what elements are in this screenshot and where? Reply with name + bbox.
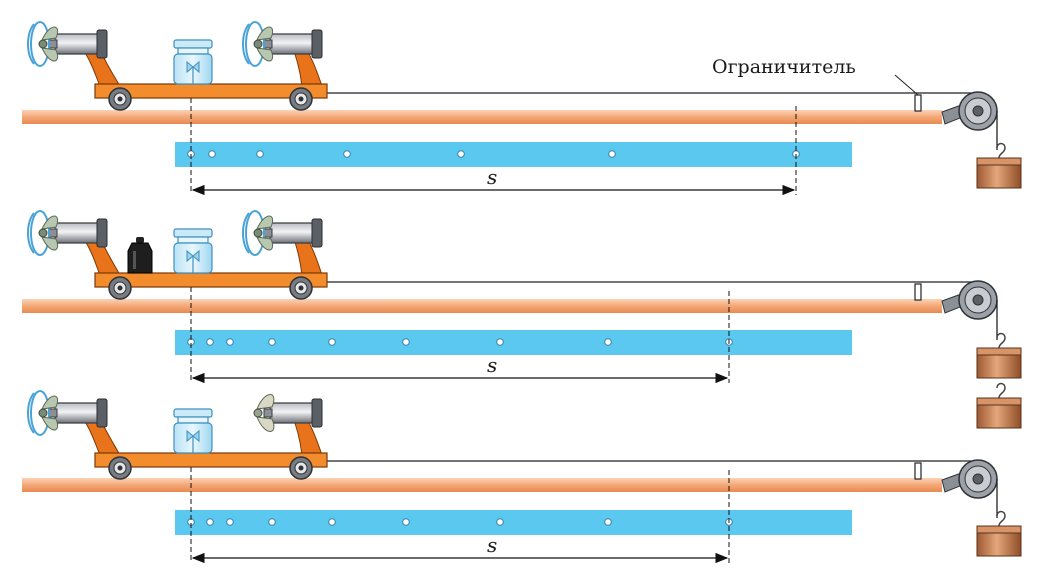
cart-mass <box>173 408 213 454</box>
tape-dots <box>187 518 733 526</box>
tape-dots <box>187 150 800 158</box>
distance-label: s <box>487 353 497 377</box>
pulley <box>958 280 998 320</box>
cart <box>27 21 328 111</box>
limiter-label: Ограничитель <box>712 56 856 78</box>
distance-label: s <box>487 533 497 557</box>
hanging-weight <box>976 142 1022 189</box>
rail <box>22 299 942 313</box>
pulley <box>958 91 998 131</box>
tape <box>175 330 852 355</box>
rail <box>22 110 942 124</box>
rail <box>22 478 942 492</box>
hanging-weight <box>976 382 1022 429</box>
limiter <box>914 283 922 301</box>
limiter <box>914 462 922 480</box>
cart-mass <box>173 228 213 274</box>
limiter-leader-line <box>894 74 919 96</box>
distance-label: s <box>487 165 497 189</box>
panel-1: Ограничитель s <box>22 21 1022 196</box>
pulley <box>958 459 998 499</box>
panel-2: s <box>22 210 1022 429</box>
cart <box>27 210 328 300</box>
extra-weight <box>127 236 153 274</box>
tape <box>175 510 852 535</box>
hanging-weight <box>976 332 1022 379</box>
panel-3: s <box>22 390 1022 564</box>
limiter <box>914 94 922 112</box>
tape-dots <box>187 338 733 346</box>
tape <box>175 142 852 167</box>
cart <box>27 390 328 480</box>
cart-mass <box>173 39 213 85</box>
hanging-weight <box>976 510 1022 557</box>
